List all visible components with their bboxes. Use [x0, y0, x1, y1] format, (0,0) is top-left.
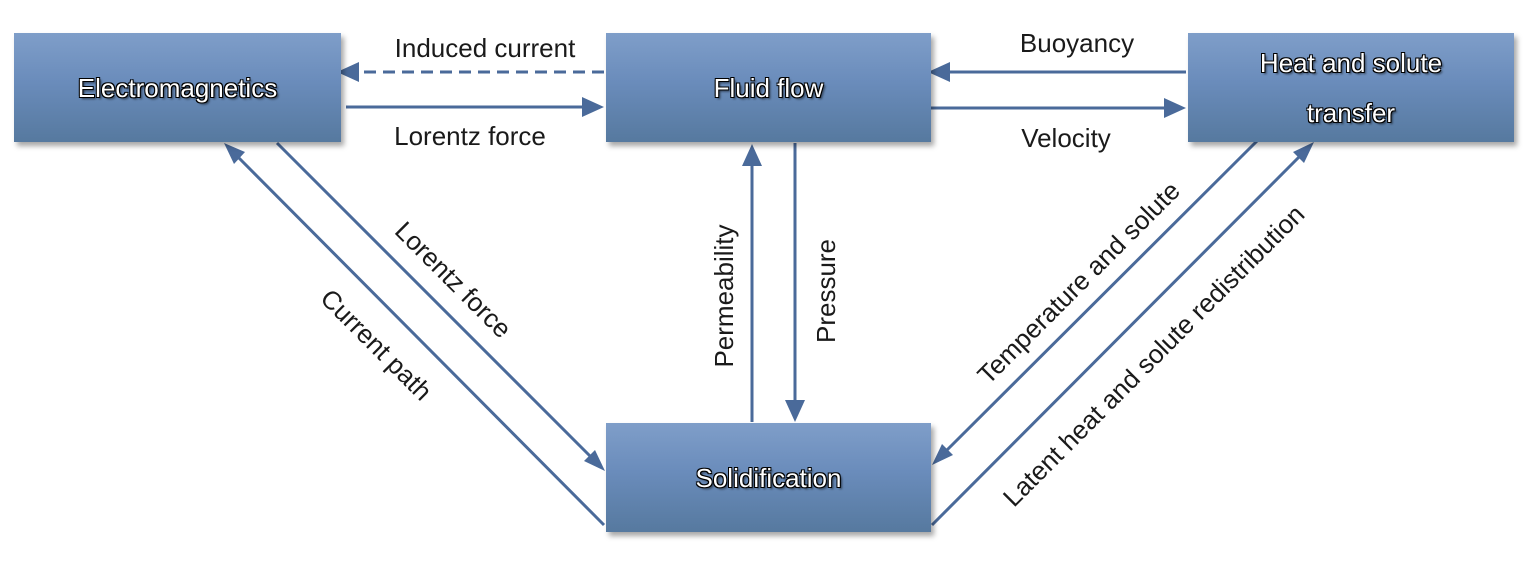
arrowhead-velocity	[1164, 98, 1186, 118]
arrow-current-path	[235, 154, 606, 527]
node-fluid-flow: Fluid flow	[606, 33, 931, 142]
arrowhead-lorentz-force-diagonal	[584, 450, 605, 471]
arrowhead-permeability	[742, 144, 762, 166]
arrowhead-current-path	[224, 143, 245, 164]
node-heat-solute-label: Heat and solute transfer	[1259, 47, 1443, 128]
label-lorentz-force-horizontal: Lorentz force	[394, 121, 546, 151]
node-electromagnetics: Electromagnetics	[14, 33, 341, 142]
arrowhead-induced-current	[337, 62, 359, 82]
node-solidification-label: Solidification	[695, 462, 842, 493]
arrow-lorentz-force-diagonal	[275, 141, 594, 460]
arrowhead-temperature-solute	[932, 444, 953, 465]
arrow-group	[224, 62, 1314, 527]
label-pressure: Pressure	[811, 239, 841, 343]
node-heat-solute-transfer: Heat and solute transfer	[1188, 33, 1514, 142]
arrowhead-buoyancy	[928, 62, 950, 82]
node-electromagnetics-label: Electromagnetics	[77, 72, 278, 103]
arrow-latent-heat	[930, 153, 1303, 527]
label-induced-current: Induced current	[395, 33, 576, 63]
label-permeability: Permeability	[709, 224, 739, 367]
label-buoyancy: Buoyancy	[1020, 28, 1134, 58]
node-solidification: Solidification	[606, 423, 931, 532]
label-current-path: Current path	[315, 283, 438, 406]
label-velocity: Velocity	[1021, 123, 1111, 153]
label-lorentz-force-diagonal: Lorentz force	[389, 215, 518, 344]
node-fluid-flow-label: Fluid flow	[713, 72, 824, 103]
arrowhead-pressure	[785, 400, 805, 422]
arrowhead-lorentz-force-horizontal	[582, 97, 604, 117]
arrow-temperature-solute	[943, 138, 1260, 454]
arrowhead-latent-heat	[1293, 142, 1314, 163]
